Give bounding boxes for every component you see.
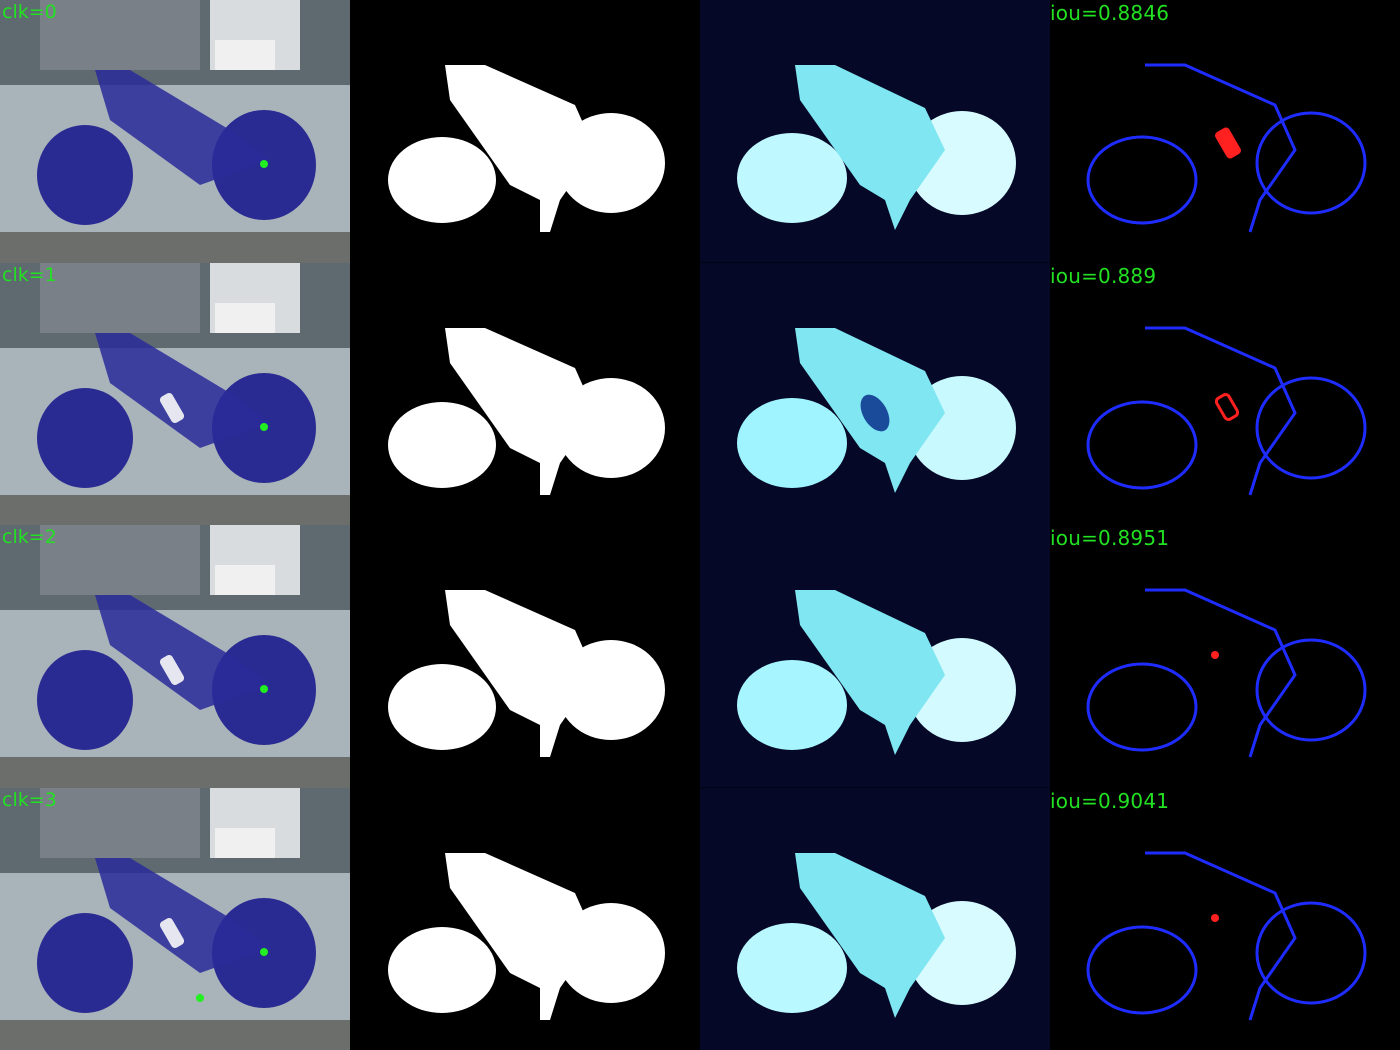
mask-shape	[350, 525, 700, 788]
error-outline	[1050, 787, 1400, 1050]
result-row-2: clk=2	[0, 525, 1400, 788]
result-row-1: clk=1	[0, 262, 1400, 525]
overlay-scene	[0, 0, 350, 263]
iou-label: iou=0.889	[1050, 263, 1157, 288]
mask-shape	[350, 787, 700, 1050]
mask-shape	[350, 0, 700, 263]
error-map: iou=0.889	[1050, 262, 1400, 525]
overlay-image: clk=0	[0, 0, 350, 263]
overlay-image: clk=3	[0, 787, 350, 1050]
error-map: iou=0.8846	[1050, 0, 1400, 263]
overlay-scene	[0, 787, 350, 1050]
binary-mask	[350, 262, 700, 525]
binary-mask	[350, 787, 700, 1050]
iou-label: iou=0.9041	[1050, 788, 1170, 813]
overlay-scene	[0, 262, 350, 525]
result-row-0: clk=0	[0, 0, 1400, 263]
click-label: clk=1	[2, 263, 57, 286]
probability-heatmap	[700, 262, 1050, 525]
error-outline	[1050, 525, 1400, 788]
result-row-3: clk=3	[0, 787, 1400, 1050]
click-label: clk=3	[2, 788, 57, 811]
click-label: clk=0	[2, 1, 57, 23]
click-label: clk=2	[2, 526, 57, 548]
overlay-scene	[0, 525, 350, 788]
error-outline	[1050, 0, 1400, 263]
binary-mask	[350, 525, 700, 788]
probability-heatmap	[700, 0, 1050, 263]
error-map: iou=0.9041	[1050, 787, 1400, 1050]
error-outline	[1050, 262, 1400, 525]
heatmap-shape	[700, 525, 1050, 788]
error-map: iou=0.8951	[1050, 525, 1400, 788]
overlay-image: clk=2	[0, 525, 350, 788]
heatmap-shape	[700, 262, 1050, 525]
binary-mask	[350, 0, 700, 263]
heatmap-shape	[700, 787, 1050, 1050]
iou-label: iou=0.8951	[1050, 526, 1170, 550]
overlay-image: clk=1	[0, 262, 350, 525]
heatmap-shape	[700, 0, 1050, 263]
iou-label: iou=0.8846	[1050, 1, 1170, 25]
mask-shape	[350, 262, 700, 525]
probability-heatmap	[700, 525, 1050, 788]
probability-heatmap	[700, 787, 1050, 1050]
